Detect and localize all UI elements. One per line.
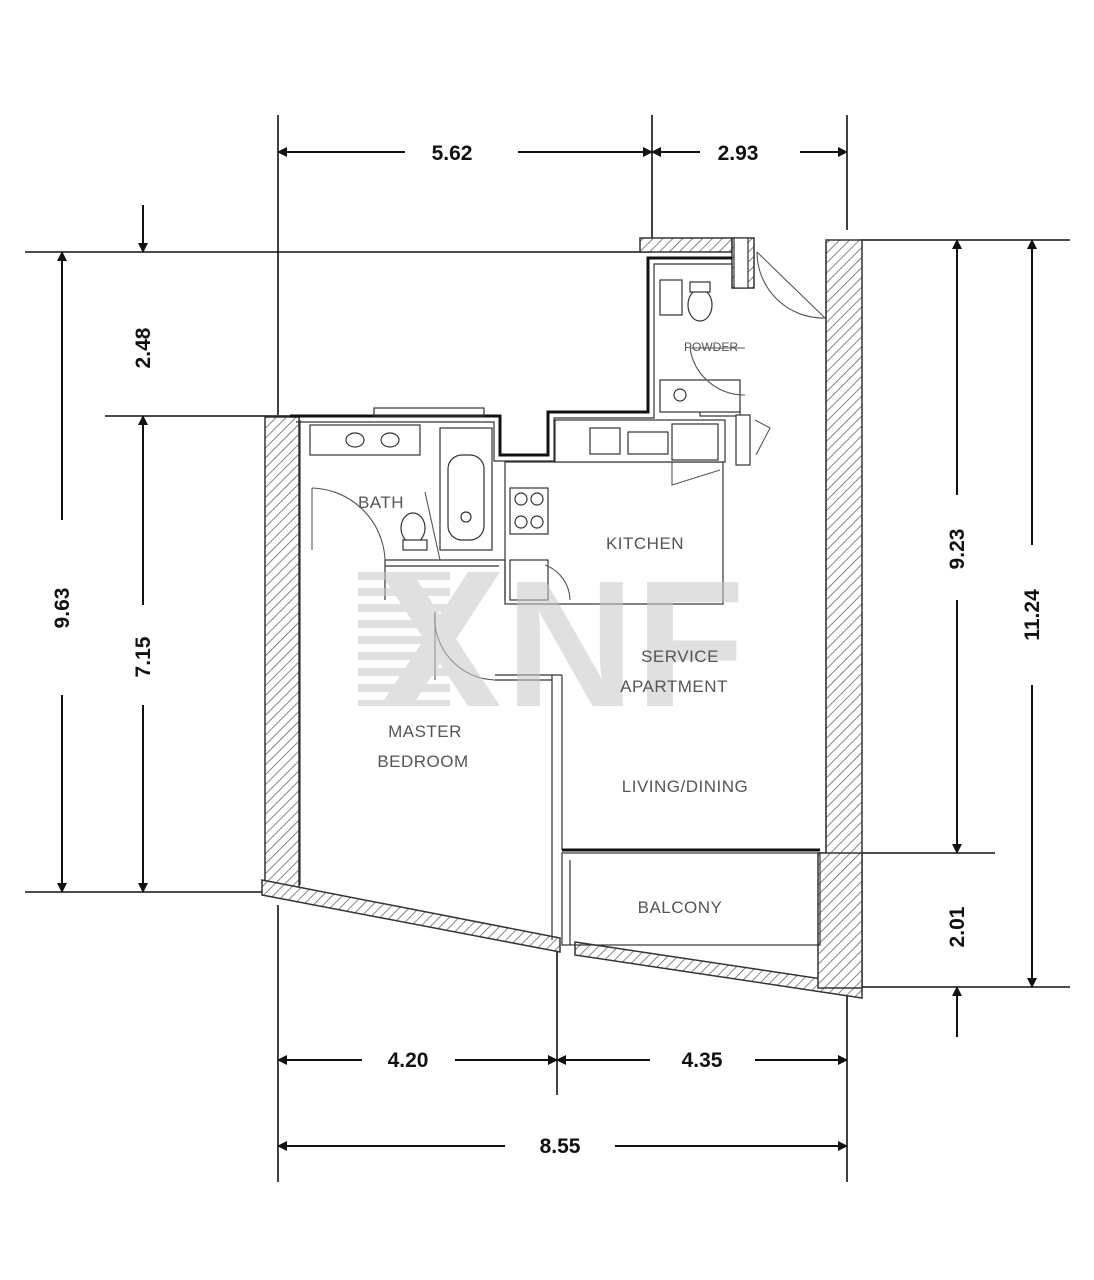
dim-left-upper: 2.48 — [132, 327, 155, 368]
extension-lines — [25, 115, 1070, 1182]
dim-bottom-total: 8.55 — [540, 1135, 581, 1158]
label-apartment: APARTMENT — [620, 677, 728, 696]
dimension-labels: 5.62 2.93 2.48 9.63 7.15 9.23 11.24 2.01… — [51, 142, 1044, 1158]
powder-basin — [659, 279, 683, 316]
label-kitchen: KITCHEN — [606, 534, 684, 553]
bath-vanity — [309, 424, 421, 456]
label-master: MASTER — [388, 722, 462, 741]
fixtures — [309, 237, 751, 601]
label-service: SERVICE — [641, 647, 719, 666]
dim-right-lower: 2.01 — [946, 906, 969, 947]
label-living: LIVING/DINING — [622, 777, 748, 796]
powder-toilet — [687, 288, 713, 322]
dim-bottom-right: 4.35 — [682, 1049, 723, 1072]
dim-left-inner: 7.15 — [132, 636, 155, 677]
kitchen-hob — [509, 487, 549, 535]
dim-top-left: 5.62 — [432, 142, 473, 165]
label-powder: POWDER — [684, 340, 738, 354]
label-balcony: BALCONY — [638, 898, 723, 917]
dim-bottom-left: 4.20 — [388, 1049, 429, 1072]
dim-top-right: 2.93 — [718, 142, 759, 165]
dim-right-inner: 9.23 — [946, 529, 969, 570]
dim-right-outer: 11.24 — [1021, 589, 1044, 641]
room-labels: POWDER BATH KITCHEN SERVICE APARTMENT MA… — [358, 340, 748, 917]
walls — [261, 237, 863, 999]
bath-toilet — [400, 512, 426, 544]
dim-left-outer: 9.63 — [51, 588, 74, 629]
watermark-logo: NF — [358, 544, 745, 745]
label-bedroom: BEDROOM — [377, 752, 468, 771]
label-bath: BATH — [358, 493, 404, 512]
watermark-text: NF — [505, 544, 745, 745]
interior-lines — [290, 245, 827, 946]
dimension-lines — [57, 147, 1037, 1151]
